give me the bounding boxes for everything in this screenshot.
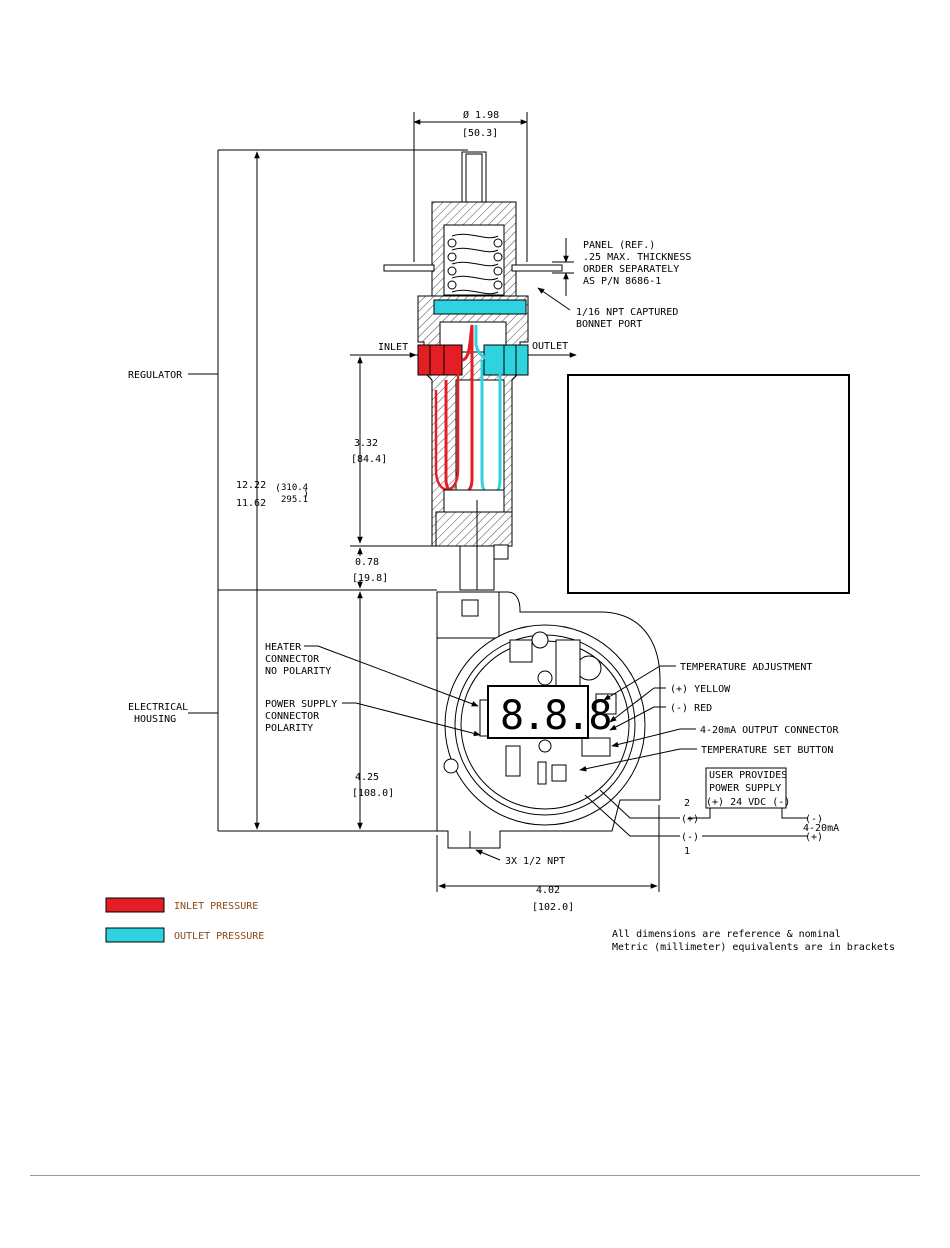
inlet-height-dimension: 3.32 [84.4] 0.78 [19.8] [350,354,432,589]
notes: All dimensions are reference & nominal M… [612,929,895,953]
height-max-label: 12.22 [236,480,266,491]
bonnet-line-1: 1/16 NPT CAPTURED [576,307,678,318]
stem-offset-label: 0.78 [355,557,379,568]
panel-callout: PANEL (REF.) .25 MAX. THICKNESS ORDER SE… [537,238,691,330]
electrical-housing: 8.8.8 [436,591,661,849]
minus-left: (-) [681,832,699,843]
diameter-mm-label: [50.3] [462,128,498,139]
diameter-label: Ø 1.98 [463,109,499,121]
pin-2: 2 [684,798,690,809]
plus-left: (+) [681,814,699,825]
housing-height-mm-label: [108.0] [352,788,394,799]
footer-divider [30,1175,920,1176]
height-bracket-open: ( [275,483,281,494]
temp-set-label: TEMPERATURE SET BUTTON [701,745,833,756]
user-provides-3: (+) 24 VDC (-) [706,797,790,808]
panel-line-1: PANEL (REF.) [583,240,655,251]
electrical-label-2: HOUSING [134,714,176,725]
panel-line-4: AS P/N 8686-1 [583,276,661,287]
legend-outlet-swatch [105,927,165,943]
yellow-label: (+) YELLOW [670,684,731,695]
blank-frame [567,374,850,594]
height-mm-min-label: 295.1 [281,495,308,505]
npt-label: 3X 1/2 NPT [505,856,565,867]
height-min-label: 11.62 [236,498,266,509]
width-label: 4.02 [536,885,560,896]
bonnet-line-2: BONNET PORT [576,319,642,330]
heater-line-2: CONNECTOR [265,654,320,665]
electrical-label-1: ELECTRICAL [128,702,188,713]
minus-right: (-) [805,814,823,825]
stem-offset-mm-label: [19.8] [352,573,388,584]
right-callouts: TEMPERATURE ADJUSTMENT (+) YELLOW (-) RE… [579,662,839,772]
pin-1: 1 [684,846,690,857]
height-mm-max-label: 310.4 [281,483,308,493]
inlet-label: INLET [378,342,408,353]
diameter-dimension: Ø 1.98 [50.3] [413,109,528,262]
panel-line-2: .25 MAX. THICKNESS [583,252,691,263]
flow-labels: INLET OUTLET [370,341,577,358]
width-mm-label: [102.0] [532,902,574,913]
outlet-label: OUTLET [532,341,568,352]
overall-height-dimension: 12.22 11.62 ( 310.4 295.1 ) [217,149,470,832]
power-line-2: CONNECTOR [265,711,320,722]
power-line-1: POWER SUPPLY [265,699,337,710]
inlet-height-mm-label: [84.4] [351,454,387,465]
note-1: All dimensions are reference & nominal [612,929,841,940]
display-digits: 8.8.8 [500,693,610,739]
power-supply-wiring: USER PROVIDES POWER SUPPLY (+) 24 VDC (-… [584,767,839,857]
output-connector-label: 4-20mA OUTPUT CONNECTOR [700,725,839,736]
connector-callouts: HEATER CONNECTOR NO POLARITY POWER SUPPL… [265,642,481,737]
regulator-body [383,151,563,591]
regulator-label: REGULATOR [128,370,183,381]
legend-inlet-swatch [105,897,165,913]
power-line-3: POLARITY [265,723,313,734]
regulator-label-group: REGULATOR [128,370,218,381]
note-2: Metric (millimeter) equivalents are in b… [612,942,895,953]
legend: INLET PRESSURE OUTLET PRESSURE [105,897,264,943]
housing-height-dimension: 4.25 [108.0] [352,591,394,830]
user-provides-2: POWER SUPPLY [709,783,781,794]
panel-line-3: ORDER SEPARATELY [583,264,679,275]
legend-outlet-label: OUTLET PRESSURE [174,931,264,942]
plus-right: (+) [805,832,823,843]
bottom-dimensions: 3X 1/2 NPT 4.02 [102.0] [436,805,660,913]
heater-line-3: NO POLARITY [265,666,331,677]
user-provides-1: USER PROVIDES [709,770,787,781]
height-bracket-close: ) [303,489,309,500]
inlet-height-label: 3.32 [354,438,378,449]
temp-adjust-label: TEMPERATURE ADJUSTMENT [680,662,812,673]
red-label: (-) RED [670,703,712,714]
user-power-box [705,767,787,809]
ma-label: 4-20mA [803,823,839,834]
housing-height-label: 4.25 [355,772,379,783]
legend-inlet-label: INLET PRESSURE [174,901,258,912]
electrical-housing-label-group: ELECTRICAL HOUSING [128,702,218,725]
heater-line-1: HEATER [265,642,302,653]
